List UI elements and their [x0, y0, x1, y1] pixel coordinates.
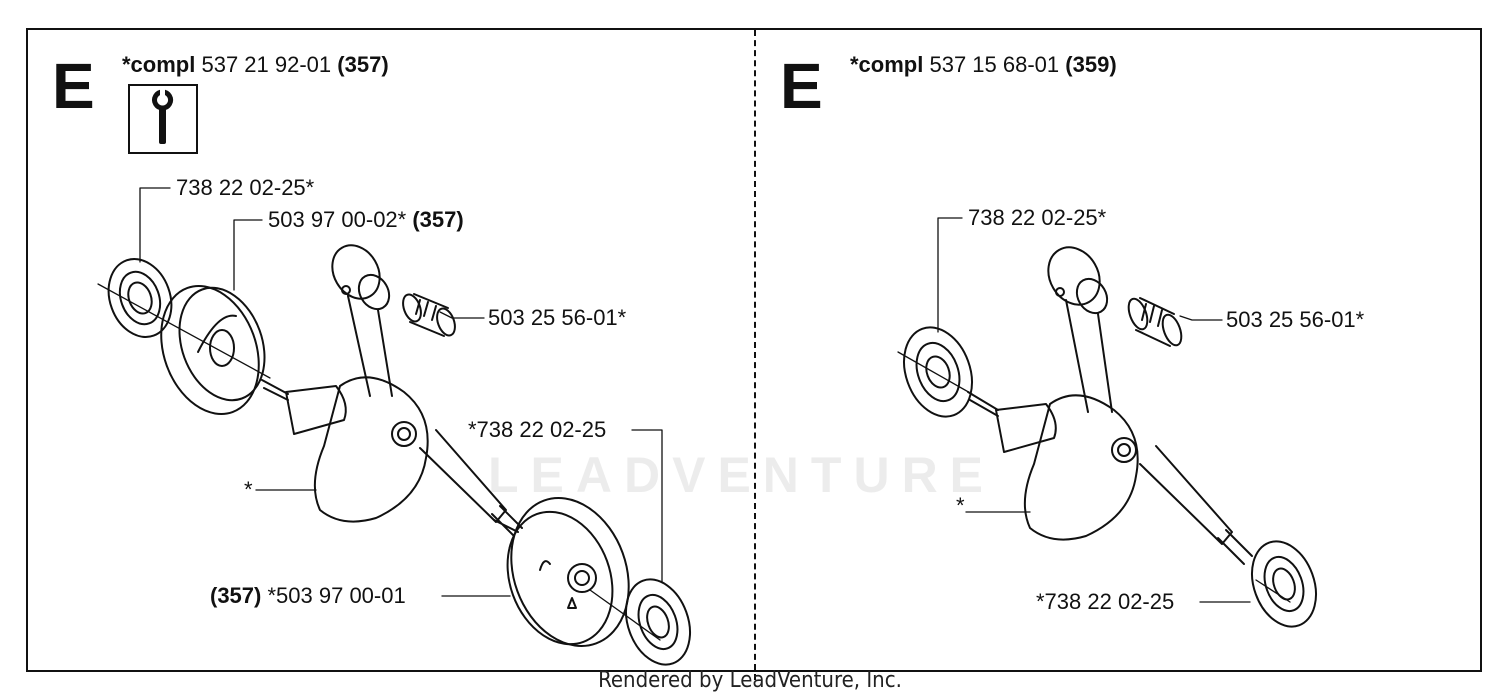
right-kit-title: *compl 537 15 68-01 (359)	[850, 52, 1117, 78]
left-kit-title: *compl 537 21 92-01 (357)	[122, 52, 389, 78]
left-ball-bearing-top-icon	[107, 258, 173, 338]
label-left-flywheel-half: 503 97 00-02* (357)	[268, 207, 464, 232]
left-crank-half-bottom-icon	[506, 497, 630, 647]
left-needle-bearing-icon	[402, 293, 456, 337]
label-right-bearing-bottom: *738 22 02-25	[1036, 589, 1175, 614]
wrench-icon	[128, 84, 198, 154]
left-crankshaft-icon	[261, 376, 523, 537]
right-ball-bearing-bottom-icon	[1251, 540, 1317, 628]
right-kit-ref: (359)	[1065, 52, 1117, 77]
right-panel-letter: E	[780, 50, 823, 122]
watermark: LEADVENTURE	[488, 447, 996, 503]
right-crankshaft-icon	[967, 391, 1253, 565]
left-kit-ref: (357)	[337, 52, 389, 77]
left-panel-letter: E	[52, 50, 95, 122]
panel-divider	[754, 30, 756, 680]
label-left-crank-half: (357) *503 97 00-01	[210, 583, 406, 608]
left-crank-half-top-icon	[160, 285, 266, 415]
left-kit-prefix: *compl	[122, 52, 196, 77]
left-kit-number: 537 21 92-01	[201, 52, 332, 77]
right-kit-prefix: *compl	[850, 52, 924, 77]
right-connecting-rod-icon	[1047, 246, 1113, 413]
right-ball-bearing-top-icon	[903, 326, 973, 418]
right-needle-bearing-icon	[1127, 297, 1183, 347]
label-right-needle-bearing: 503 25 56-01*	[1226, 307, 1365, 332]
label-left-crankshaft: *	[244, 477, 253, 502]
footer-credit: Rendered by LeadVenture, Inc.	[598, 668, 902, 693]
right-leader-lines	[937, 217, 1251, 603]
label-left-needle-bearing: 503 25 56-01*	[488, 305, 627, 330]
right-kit-number: 537 15 68-01	[929, 52, 1060, 77]
label-left-bearing-top: 738 22 02-25*	[176, 175, 315, 200]
left-ball-bearing-bottom-icon	[625, 578, 691, 666]
left-axis-line	[97, 283, 271, 379]
left-connecting-rod-icon	[331, 244, 393, 397]
left-leader-lines	[139, 187, 663, 597]
label-right-bearing-top: 738 22 02-25*	[968, 205, 1107, 230]
label-left-bearing-bottom: *738 22 02-25	[468, 417, 607, 442]
label-right-crankshaft: *	[956, 493, 965, 518]
